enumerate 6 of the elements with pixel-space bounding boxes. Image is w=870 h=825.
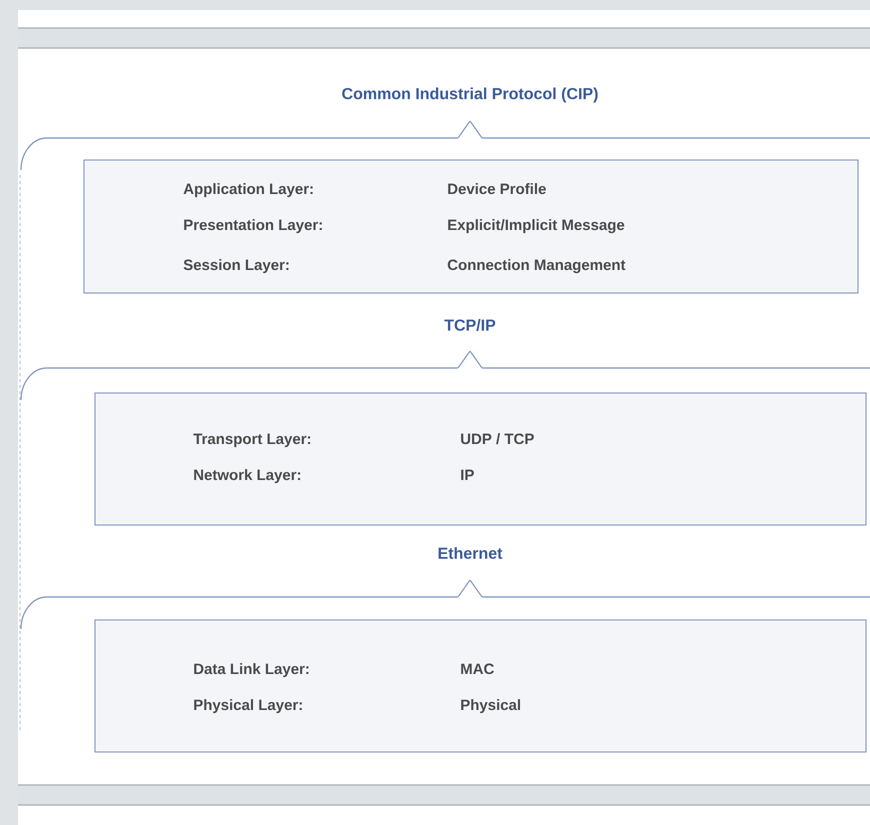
group-heading: TCP/IP [444,319,496,331]
layer-box: Transport Layer: UDP / TCP Network Layer: IP [94,392,866,526]
group-heading: Common Industrial Protocol (CIP) [342,88,598,102]
group-heading: Ethernet [438,547,502,559]
layer-box: Application Layer: Device Profile Presentation Layer: Explicit/Implicit Message Session Layer: Connection Management [84,160,858,294]
layer-box: Data Link Layer: MAC Physical Layer: Physical [94,620,866,752]
